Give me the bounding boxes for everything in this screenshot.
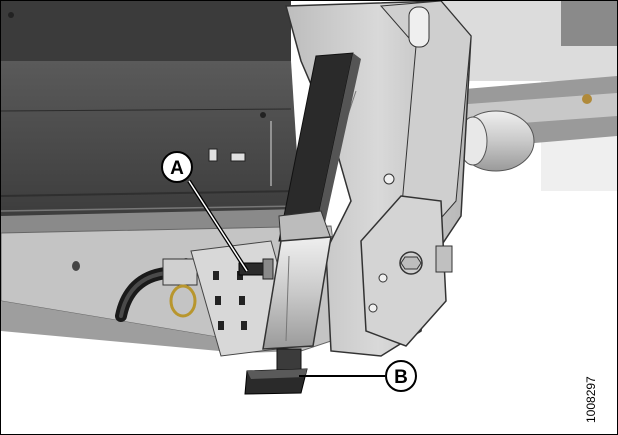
callout-b-label: B bbox=[394, 367, 408, 388]
background-machinery bbox=[441, 1, 617, 191]
figure-number: 1008297 bbox=[584, 376, 598, 423]
header-panel bbox=[1, 1, 302, 239]
leader-lines bbox=[187, 179, 385, 377]
hydraulic-hose bbox=[115, 258, 198, 322]
upright-frame bbox=[285, 1, 472, 357]
callout-a-label: A bbox=[170, 158, 184, 179]
callout-a: A bbox=[161, 151, 193, 183]
callout-b: B bbox=[385, 360, 417, 392]
header-stand bbox=[238, 52, 361, 395]
